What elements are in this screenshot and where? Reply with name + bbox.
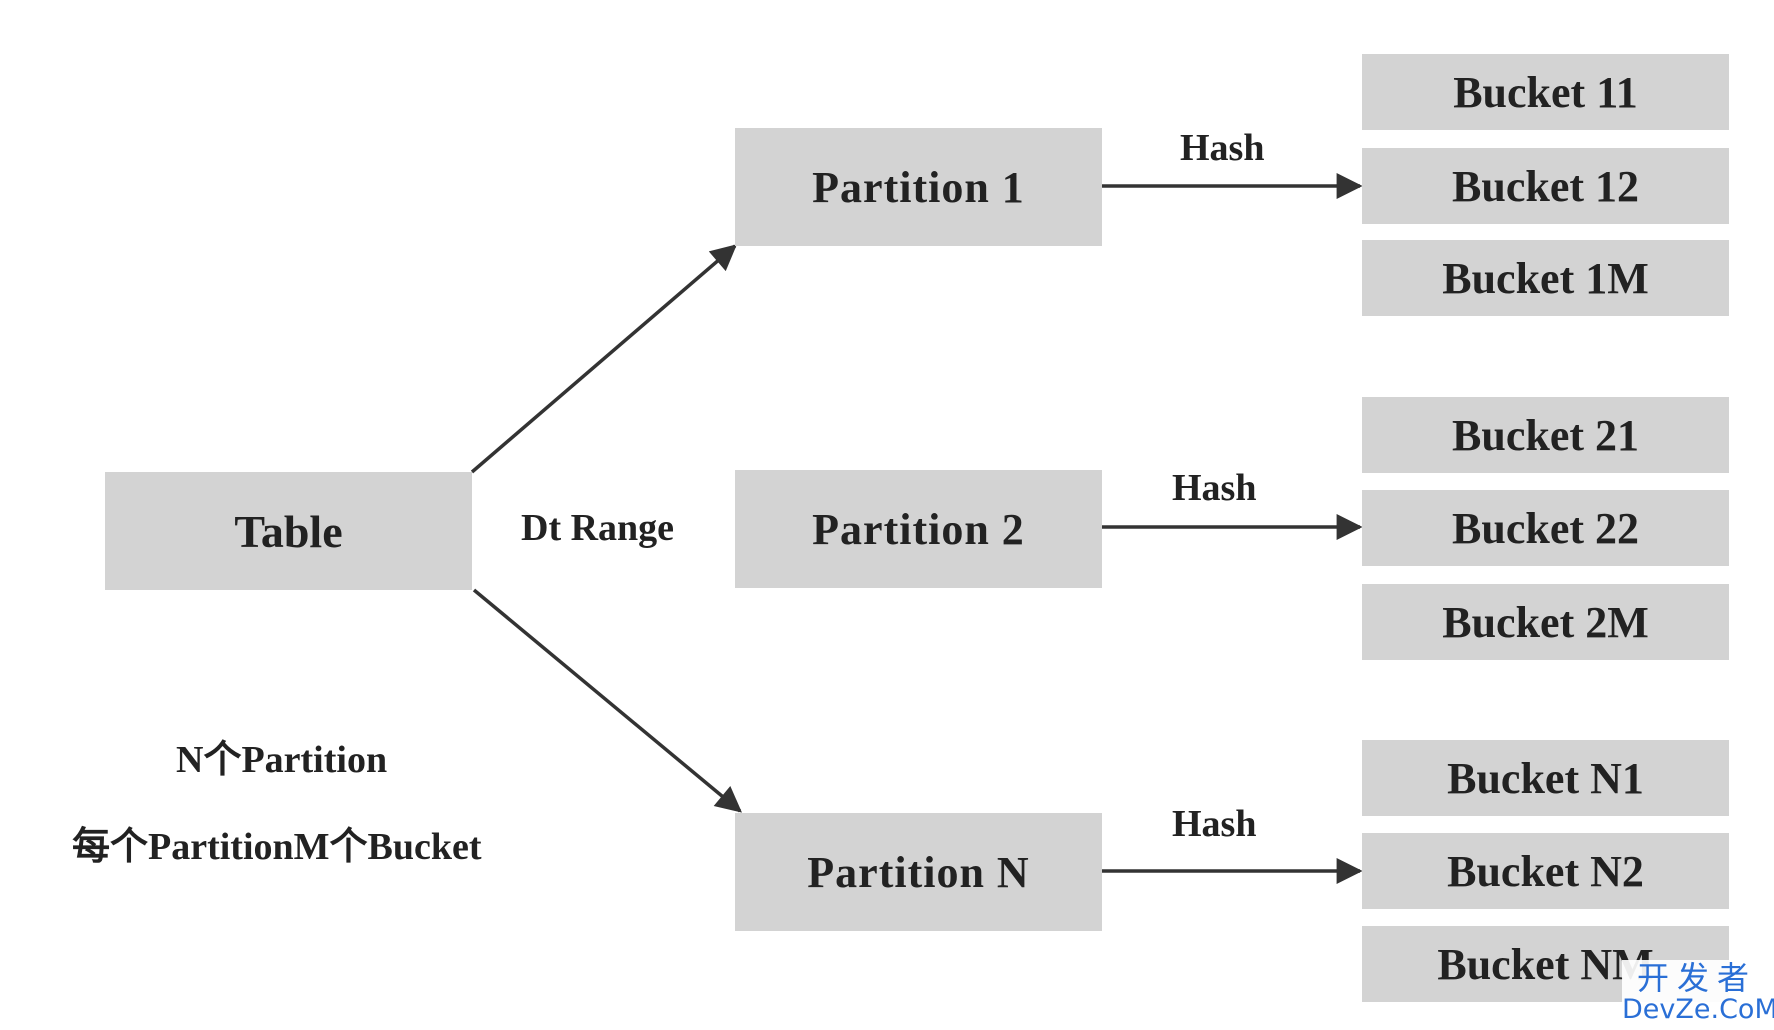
watermark-top: 开发者 xyxy=(1636,959,1757,997)
edge-table-partition-1 xyxy=(470,244,737,474)
note-partition-count: N个Partition xyxy=(176,739,388,781)
note-bucket-count: 每个PartitionM个Bucket xyxy=(72,826,482,868)
range-edge-label: Dt Range xyxy=(521,507,675,549)
hash-edge-label-2: Hash xyxy=(1172,467,1257,509)
bucket-node-n1: Bucket N1 xyxy=(1362,740,1729,816)
bucket-node-22: Bucket 22 xyxy=(1362,490,1729,566)
hash-edge-label-n: Hash xyxy=(1172,803,1257,845)
hash-edge-label-1: Hash xyxy=(1180,127,1265,169)
partition-node-1: Partition 1 xyxy=(735,128,1102,246)
partition-node-n: Partition N xyxy=(735,813,1102,931)
bucket-node-n2: Bucket N2 xyxy=(1362,833,1729,909)
bucket-node-2m: Bucket 2M xyxy=(1362,584,1729,660)
bucket-node-21: Bucket 21 xyxy=(1362,397,1729,473)
watermark-logo: 开发者 DevZe.CoM xyxy=(1622,959,1774,1028)
bucket-node-11: Bucket 11 xyxy=(1362,54,1729,130)
bucket-node-1m: Bucket 1M xyxy=(1362,240,1729,316)
partition-node-2: Partition 2 xyxy=(735,470,1102,588)
edge-table-partition-n xyxy=(472,588,742,813)
bucket-node-12: Bucket 12 xyxy=(1362,148,1729,224)
watermark-bottom: DevZe.CoM xyxy=(1622,994,1774,1025)
table-node: Table xyxy=(105,472,472,590)
